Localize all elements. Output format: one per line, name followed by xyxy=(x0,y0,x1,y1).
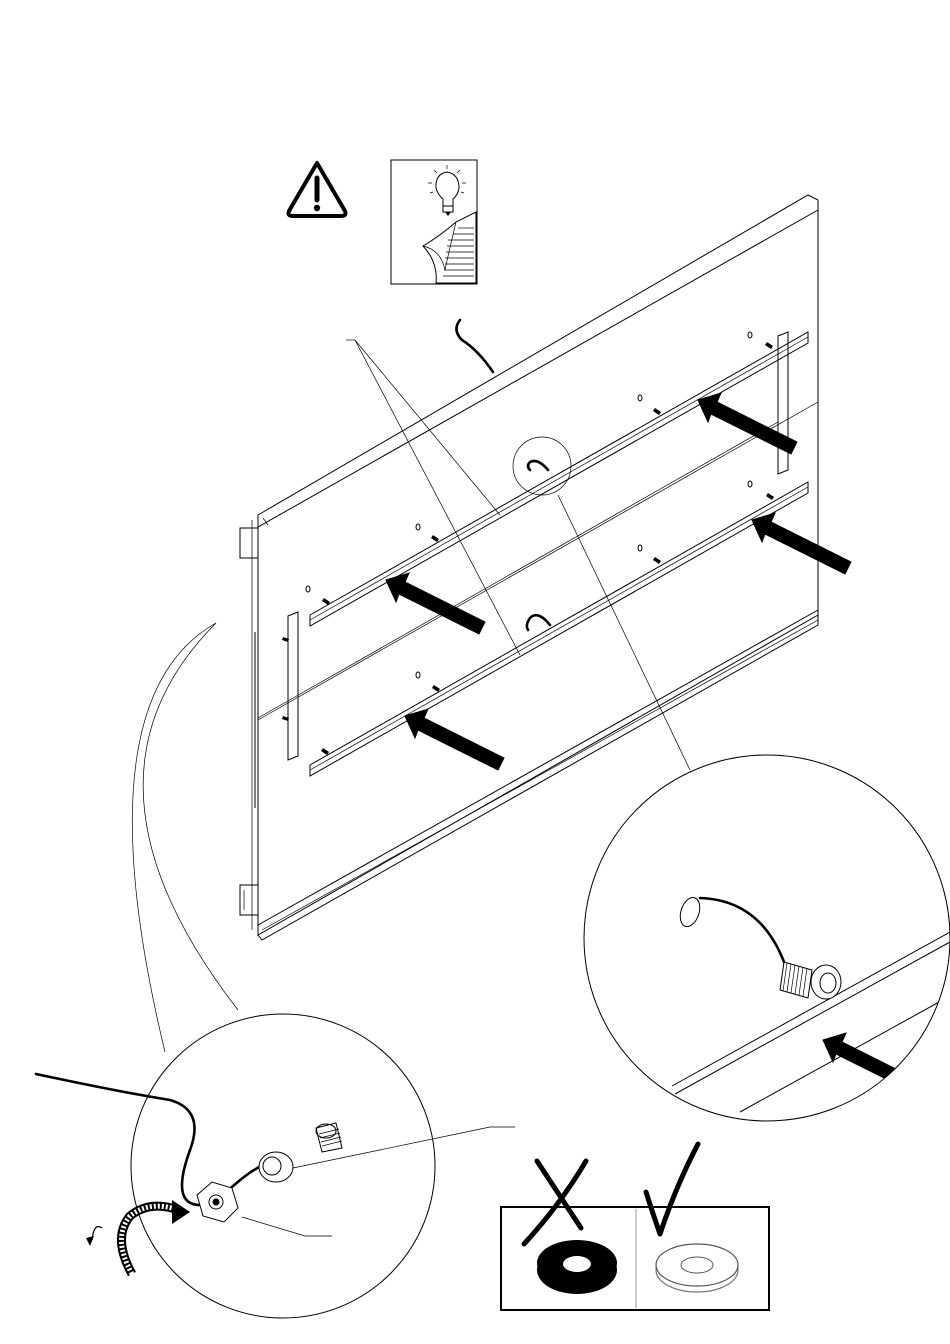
correct-washer xyxy=(656,1244,738,1292)
callout-lines xyxy=(132,340,690,1236)
power-cable xyxy=(456,320,493,372)
fitting-cable xyxy=(528,461,548,470)
fitting-cable xyxy=(527,615,550,630)
insert-arrow-icon xyxy=(386,393,851,770)
warning-triangle-icon xyxy=(289,163,346,216)
lightbulb-tip-icon xyxy=(391,160,477,284)
detail-zoom-right xyxy=(584,755,950,1121)
left-upright xyxy=(288,612,298,760)
detail-zoom-left xyxy=(36,1014,435,1318)
lower-rail xyxy=(310,482,808,776)
detail-focus-circle xyxy=(513,437,571,495)
wrong-washer xyxy=(537,1240,617,1294)
washer-comparison-box xyxy=(501,1144,769,1310)
back-panel xyxy=(240,195,818,940)
